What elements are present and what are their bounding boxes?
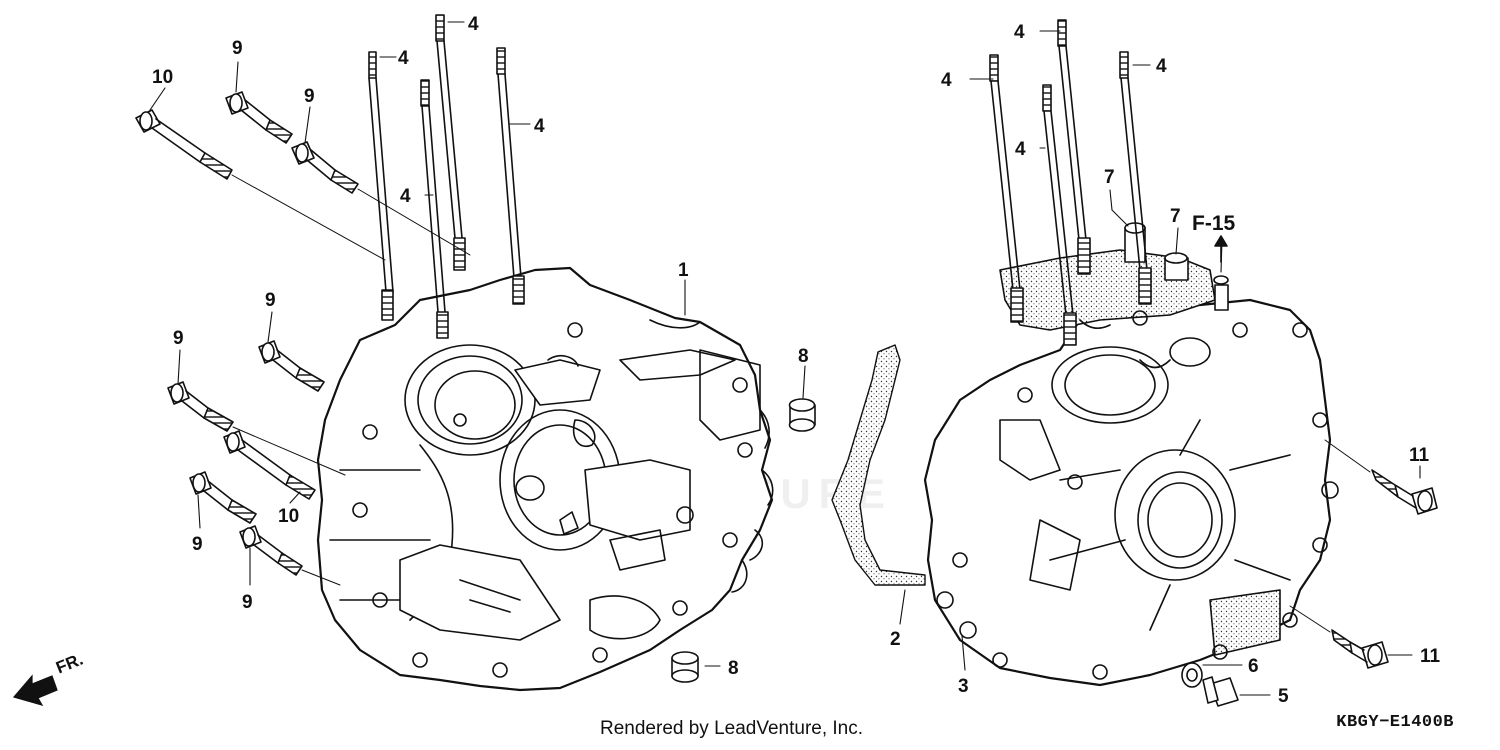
dowel-pin-lower [671,651,699,683]
bolt-9-mid [258,340,325,392]
crankcase-gasket [831,344,926,586]
callout-c18: 4 [1015,139,1026,160]
diagram-code: KBGY−E1400B [1336,713,1454,732]
callout-c1: 10 [152,67,173,88]
callout-c13: 9 [192,534,203,555]
left-crankcase-half [316,266,774,692]
callout-c26: 5 [1278,686,1289,707]
bolt-9-left-3 [239,525,303,576]
right-crankcase-half [923,222,1339,687]
bolt-11-upper [1371,469,1438,515]
callout-c14: 9 [242,592,253,613]
callout-c11: 9 [173,328,184,349]
reference-arrow-icon [1214,235,1228,263]
bolt-9-left-1 [167,381,234,432]
bolt-11-lower [1331,629,1389,669]
callout-c12: 10 [278,506,299,527]
bolt-10-lower [223,430,316,500]
callout-c4: 4 [398,48,409,69]
callout-c9: 8 [798,346,809,367]
callout-c2: 9 [232,38,243,59]
callout-c7: 4 [400,186,411,207]
callout-c25: 6 [1248,656,1259,677]
callout-c19: 4 [1156,56,1167,77]
front-direction-arrow-icon [12,674,58,706]
drain-bolt [1202,676,1239,707]
bolt-9-top-1 [225,91,293,144]
callout-c24: 3 [958,676,969,697]
callout-c23: 2 [890,629,901,650]
callout-c20: 7 [1104,167,1115,188]
callout-c27: 11 [1420,646,1441,667]
bolt-9-left-2 [189,471,257,524]
callout-c6: 4 [534,116,545,137]
callout-c10: 9 [265,290,276,311]
flange-bolts [135,91,1438,669]
callout-c5: 4 [468,14,479,35]
callout-c17: 4 [1014,22,1025,43]
stud-bolts [368,14,1152,346]
dowel-pin-upper [788,398,816,432]
render-credit: Rendered by LeadVenture, Inc. [600,718,864,739]
callout-c3: 9 [304,86,315,107]
drain-washer [1181,662,1203,688]
callout-c15: 8 [728,658,739,679]
bolt-9-top-2 [291,141,359,194]
callout-labels: 10 9 9 4 4 4 4 1 8 9 9 10 9 9 8 4 4 4 4 … [152,14,1441,707]
callout-c16: 4 [941,70,952,91]
bolt-10-upper [135,109,233,180]
callout-c22: 11 [1409,445,1430,466]
reference-label: F-15 [1192,212,1236,235]
callout-c8: 1 [678,260,689,281]
callout-c21: 7 [1170,206,1181,227]
